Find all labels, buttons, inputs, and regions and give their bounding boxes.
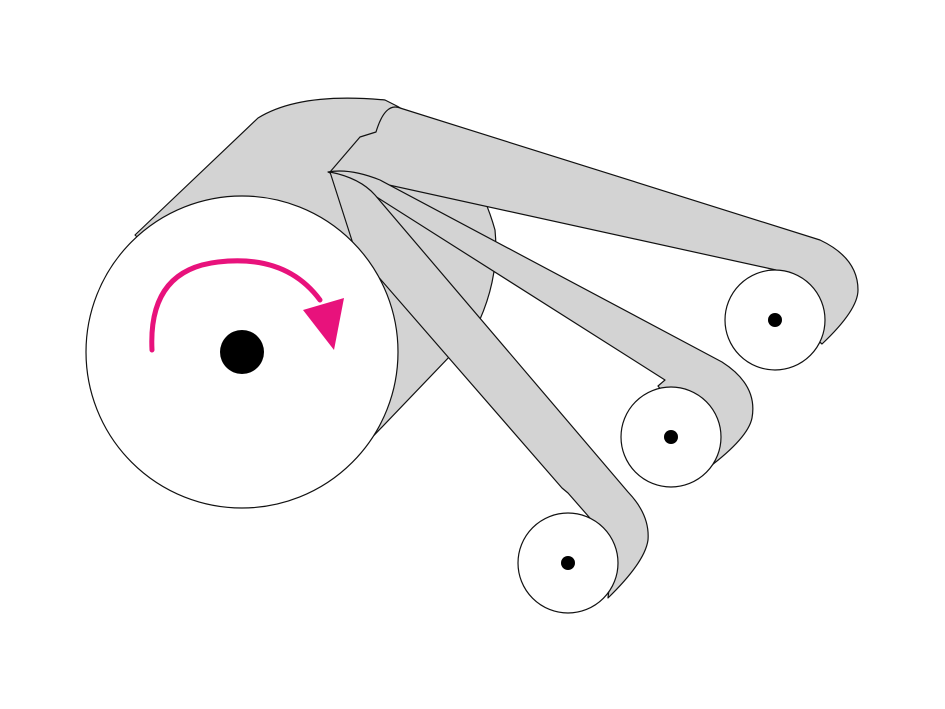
drive-drum-axle — [220, 330, 264, 374]
belt-3-band — [329, 171, 649, 599]
rotation-arrowhead — [303, 298, 344, 350]
belt-1-band — [329, 106, 859, 345]
roller-2 — [620, 386, 722, 488]
roller-2-axle — [664, 430, 678, 444]
roller-1 — [724, 269, 826, 371]
roller-3 — [517, 512, 619, 614]
rotation-arrow — [149, 258, 344, 353]
roller-1-axle — [768, 313, 782, 327]
rotation-arrow-arc — [149, 258, 323, 353]
roller-3-axle — [561, 556, 575, 570]
belt-1 — [329, 106, 859, 345]
belt-3 — [329, 171, 649, 599]
